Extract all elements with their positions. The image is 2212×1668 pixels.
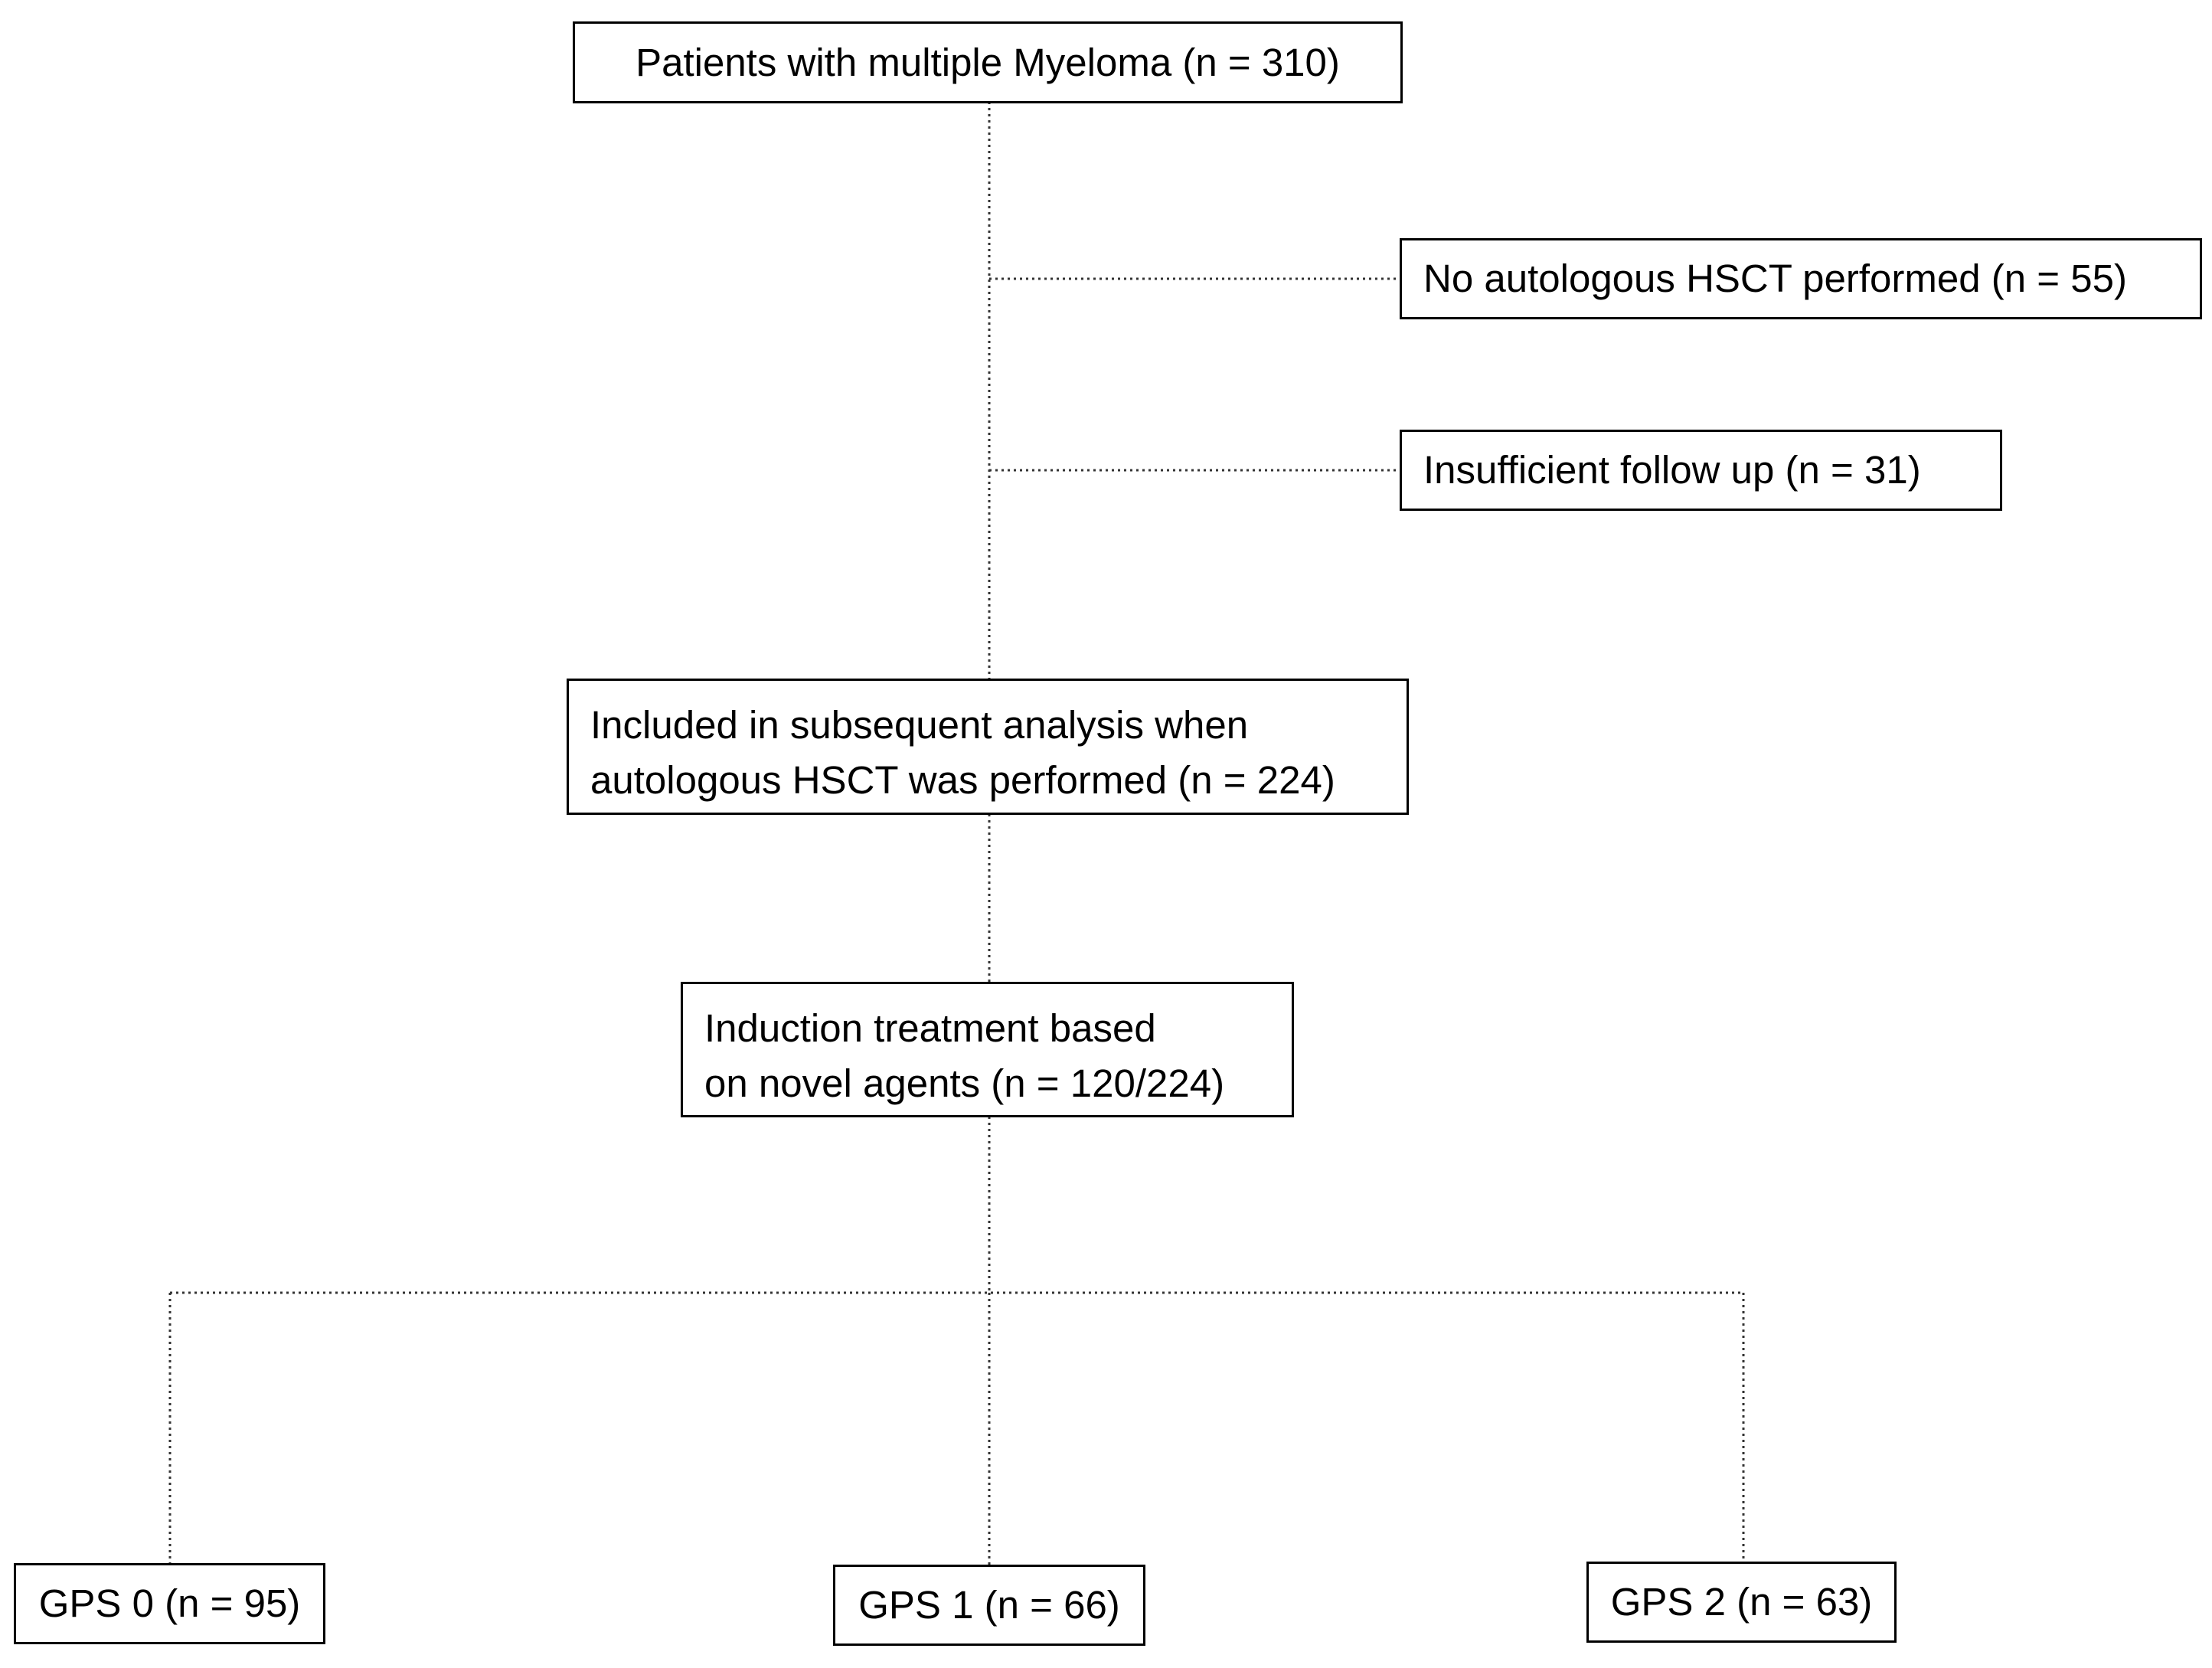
induction-label-line-1: Induction treatment based — [704, 1006, 1156, 1050]
gps-1-label: GPS 1 (n = 66) — [858, 1583, 1120, 1627]
induction-label-line-2: on novel agents (n = 120/224) — [704, 1061, 1225, 1105]
gps-2-label: GPS 2 (n = 63) — [1610, 1580, 1873, 1624]
gps-2-box: GPS 2 (n = 63) — [1586, 1562, 1897, 1643]
included-label-line-1: Included in subsequent analysis when — [590, 703, 1249, 747]
exclusion-box-no-hsct: No autologous HSCT performed (n = 55) — [1400, 238, 2202, 319]
exclusion-label-no-hsct: No autologous HSCT performed (n = 55) — [1423, 257, 2127, 300]
gps-0-label: GPS 0 (n = 95) — [38, 1581, 301, 1625]
included-label-line-2: autologous HSCT was performed (n = 224) — [590, 758, 1335, 802]
gps-0-box: GPS 0 (n = 95) — [14, 1563, 325, 1644]
exclusion-label-follow-up: Insufficient follow up (n = 31) — [1423, 448, 1921, 492]
exclusion-box-follow-up: Insufficient follow up (n = 31) — [1400, 430, 2002, 511]
root-label: Patients with multiple Myeloma (n = 310) — [636, 40, 1340, 84]
gps-1-box: GPS 1 (n = 66) — [833, 1565, 1145, 1646]
included-box: Included in subsequent analysis when aut… — [567, 679, 1409, 815]
root-box: Patients with multiple Myeloma (n = 310) — [573, 21, 1403, 103]
induction-box: Induction treatment based on novel agent… — [681, 982, 1294, 1117]
